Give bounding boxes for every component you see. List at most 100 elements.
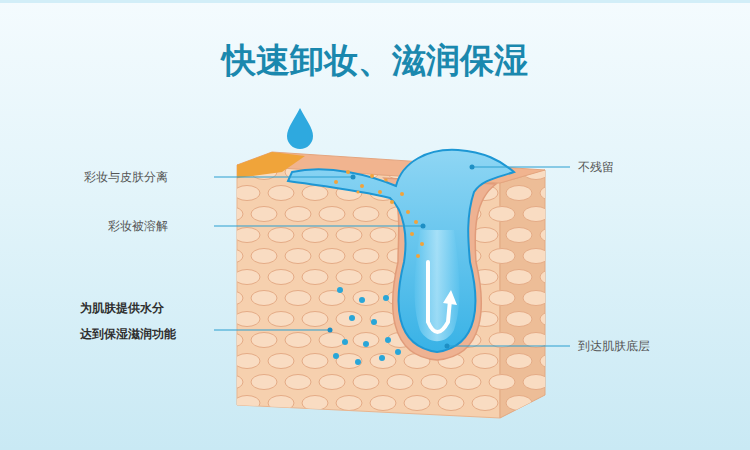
skin-cell (353, 291, 379, 306)
top-rule (0, 0, 750, 3)
skin-cell (302, 186, 328, 201)
skin-cell (489, 291, 515, 306)
skin-cell (285, 249, 311, 264)
skin-cell (472, 354, 498, 369)
skin-cell (472, 396, 498, 411)
skin-cell (523, 291, 549, 306)
skin-cell (540, 186, 566, 201)
skin-cell (506, 354, 532, 369)
skin-cell (404, 396, 430, 411)
skin-cell (251, 291, 277, 306)
skin-cell (268, 312, 294, 327)
skin-cell (319, 375, 345, 390)
skin-cell (506, 270, 532, 285)
skin-cell (268, 396, 294, 411)
skin-cells (217, 165, 566, 411)
skin-cell (251, 333, 277, 348)
skin-cell (506, 396, 532, 411)
skin-cell (251, 249, 277, 264)
skin-cell (217, 291, 243, 306)
skin-cell (234, 270, 260, 285)
skin-cell (370, 396, 396, 411)
skin-cell (506, 228, 532, 243)
skin-cell (353, 207, 379, 222)
skin-cell (302, 270, 328, 285)
skin-cell (353, 333, 379, 348)
skin-cell (336, 270, 362, 285)
skin-cell (319, 249, 345, 264)
skin-cell (302, 396, 328, 411)
skin-cell (489, 333, 515, 348)
skin-cell (523, 375, 549, 390)
skin-cell (336, 396, 362, 411)
skin-cell (489, 207, 515, 222)
callout-label: 彩妆与皮肤分离 (84, 170, 168, 184)
skin-cell (540, 186, 566, 201)
skin-cell (217, 291, 243, 306)
skin-cell (438, 396, 464, 411)
skin-cell (319, 333, 345, 348)
skin-cell (268, 270, 294, 285)
skin-cell (353, 291, 379, 306)
flow-arrowhead (443, 290, 457, 305)
skin-cells (217, 165, 566, 411)
skin-cell (489, 333, 515, 348)
skin-cell (336, 396, 362, 411)
skin-cell (319, 207, 345, 222)
skin-cell (370, 270, 396, 285)
skin-cell (472, 354, 498, 369)
skin-cell (336, 354, 362, 369)
skin-cell (319, 207, 345, 222)
skin-cell (353, 249, 379, 264)
liquid-highlight (415, 230, 460, 341)
skin-cell (523, 207, 549, 222)
skin-cell (336, 312, 362, 327)
skin-cell (234, 312, 260, 327)
skin-cell (268, 354, 294, 369)
skin-cell (506, 186, 532, 201)
skin-cell (251, 249, 277, 264)
skin-cell (506, 312, 532, 327)
callout-label: 不残留 (578, 160, 614, 174)
skin-cell (285, 291, 311, 306)
skin-cell (217, 375, 243, 390)
skin-cell (523, 249, 549, 264)
skin-cell (285, 375, 311, 390)
skin-cell (268, 354, 294, 369)
skin-cell (540, 312, 566, 327)
skin-cell (285, 207, 311, 222)
skin-cell (302, 312, 328, 327)
skin-cell (489, 207, 515, 222)
skin-cell (540, 354, 566, 369)
skin-cell (523, 249, 549, 264)
skin-cell (302, 354, 328, 369)
skin-cell (489, 375, 515, 390)
callout-label: 为肌肤提供水分 达到保湿滋润功能 (80, 295, 198, 347)
skin-cell (268, 228, 294, 243)
skin-cell (217, 375, 243, 390)
skin-cell (506, 186, 532, 201)
skin-cell (217, 333, 243, 348)
skin-cell (489, 291, 515, 306)
leader-lines (214, 167, 570, 346)
skin-cell (370, 312, 396, 327)
skin-cell (285, 333, 311, 348)
skin-cell (285, 333, 311, 348)
skin-cell (302, 312, 328, 327)
skin-cell (217, 207, 243, 222)
skin-cell (285, 375, 311, 390)
skin-cell (421, 375, 447, 390)
skin-cell (370, 354, 396, 369)
skin-cell (455, 375, 481, 390)
skin-cell (370, 396, 396, 411)
skin-cell (506, 312, 532, 327)
skin-cell (353, 333, 379, 348)
cleansing-liquid (288, 150, 514, 352)
skin-cell (302, 354, 328, 369)
skin-cell (302, 228, 328, 243)
skin-cell (506, 270, 532, 285)
skin-cell (234, 354, 260, 369)
skin-cell (540, 312, 566, 327)
skin-cell (353, 207, 379, 222)
skin-cell (370, 354, 396, 369)
